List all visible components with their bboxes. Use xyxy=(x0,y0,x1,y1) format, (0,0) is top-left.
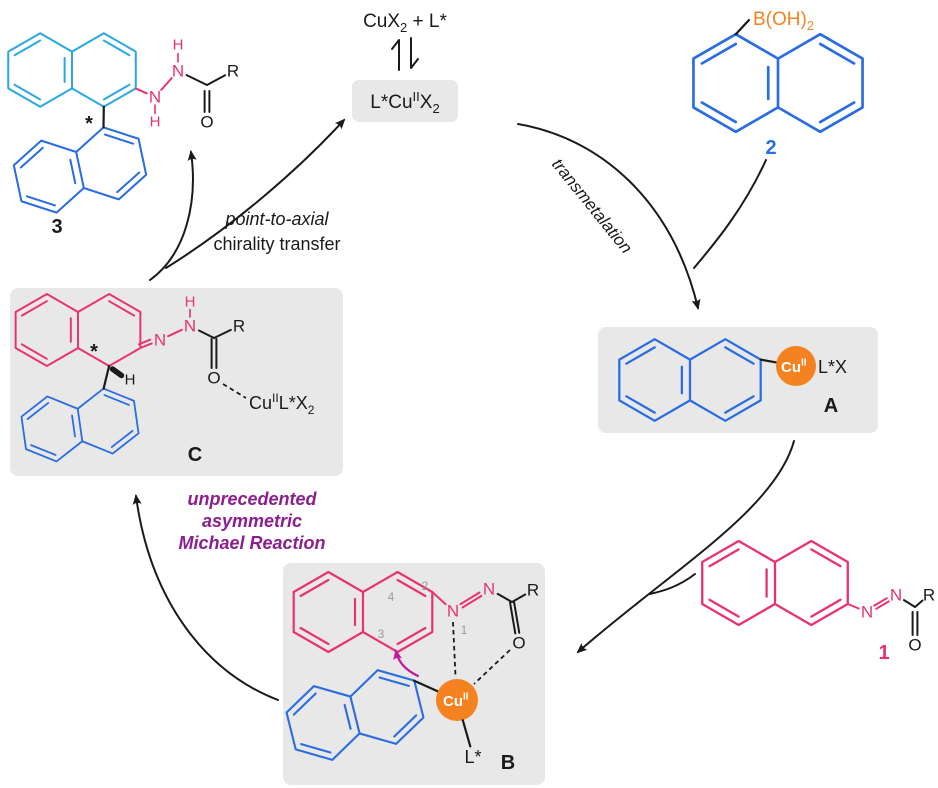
bond-to-boron xyxy=(734,18,751,36)
amide-bonds xyxy=(496,592,527,635)
amide-bonds xyxy=(185,74,227,113)
position-number: 1 xyxy=(461,623,468,637)
oxygen-atom: O xyxy=(512,634,525,653)
amide-bonds xyxy=(198,328,232,369)
species-b-structure: CuII L* N N R O 2 4 3 1 B xyxy=(280,570,539,774)
equilibrium-arrows-icon xyxy=(391,37,419,71)
naphthalene-ring xyxy=(692,32,864,134)
nh-hydrogen: H xyxy=(185,294,196,311)
r-group: R xyxy=(923,586,935,605)
copper-center-icon xyxy=(776,346,816,386)
copper-label: CuII xyxy=(443,692,469,711)
annotation-line: Michael Reaction xyxy=(178,533,325,553)
nitrogen-atom: N xyxy=(154,331,166,350)
species-c-letter: C xyxy=(188,444,202,466)
copper-complex-label: CuIIL*X2 xyxy=(249,391,315,417)
ligand-label: L* xyxy=(464,747,481,767)
arrow-c-to-product xyxy=(149,150,197,281)
azo-bonds xyxy=(431,591,483,609)
cycle-arrows xyxy=(132,118,795,701)
amide-bonds xyxy=(903,599,924,636)
species-b-letter: B xyxy=(501,752,515,774)
oxygen-atom: O xyxy=(908,636,921,655)
position-number: 4 xyxy=(388,590,395,604)
biaryl-bond xyxy=(102,364,111,390)
top-naphthalene-ring xyxy=(7,32,137,108)
hydrazone-bonds xyxy=(137,308,191,349)
catalyst-box xyxy=(352,80,458,122)
species-a-box xyxy=(598,327,878,433)
compound-1-number: 1 xyxy=(878,642,889,664)
ligand-label: L*X xyxy=(818,357,847,377)
azo-bonds xyxy=(846,597,890,610)
arrow-c-to-catalyst xyxy=(165,118,346,269)
nh-hydrogen: H xyxy=(150,114,161,131)
arrow-compound1-join xyxy=(649,573,696,595)
annotation-line: unprecedented xyxy=(187,489,317,509)
bottom-naphthalene-ring xyxy=(8,119,152,221)
arrow-b-to-c xyxy=(132,494,279,701)
coordination-dashed-bonds xyxy=(452,621,511,685)
position-number: 3 xyxy=(378,627,385,641)
catalyst-equilibrium: CuX2 + L* L*CuIIX2 xyxy=(363,11,447,116)
species-c-box xyxy=(10,288,343,476)
nitrogen-atom: N xyxy=(172,62,184,81)
compound-2-number: 2 xyxy=(765,137,776,159)
stereo-wedge-bond xyxy=(109,366,125,379)
species-a-structure: CuII L*X A xyxy=(618,338,847,422)
stereocenter-mark: * xyxy=(90,341,98,363)
copper-center-icon xyxy=(436,679,478,721)
species-a-letter: A xyxy=(824,395,838,417)
stereocenter-mark: * xyxy=(85,113,93,135)
aryl-cu-bond xyxy=(413,679,439,693)
r-group: R xyxy=(527,581,539,600)
species-c-structure: * H N N H R O CuIIL*X2 C xyxy=(14,293,315,467)
nitrogen-atom: N xyxy=(184,317,196,336)
aryl-cu-bond xyxy=(759,358,778,364)
chirality-transfer-annotation: point-to-axial chirality transfer xyxy=(213,209,340,254)
annotation-line: asymmetric xyxy=(202,511,302,531)
compound-3-number: 3 xyxy=(51,216,62,238)
o-cu-dashed-bond xyxy=(222,383,247,399)
stereo-hydrogen: H xyxy=(125,372,136,389)
michael-reaction-annotation: unprecedented asymmetric Michael Reactio… xyxy=(178,489,325,553)
nitrogen-atom: N xyxy=(483,580,495,599)
naphthalene-ring xyxy=(701,539,849,627)
nitrogen-atom: N xyxy=(447,602,459,621)
free-catalyst-formula: CuX2 + L* xyxy=(363,11,447,35)
nitrogen-atom: N xyxy=(861,603,873,622)
annotation-line: chirality transfer xyxy=(213,234,340,254)
oxygen-atom: O xyxy=(207,369,220,388)
cu-ligand-bond xyxy=(461,719,472,748)
compound-2-structure: B(OH)2 2 xyxy=(692,9,864,159)
arrow-transmetalation xyxy=(517,123,701,310)
arrow-compound2-join xyxy=(693,159,767,269)
nh-hydrogen: H xyxy=(173,37,184,54)
nitrogen-atom: N xyxy=(149,88,161,107)
boronic-acid-label: B(OH)2 xyxy=(753,9,814,33)
arrow-a-to-b xyxy=(576,440,795,654)
r-group: R xyxy=(227,62,239,81)
copper-label: CuII xyxy=(781,358,807,377)
r-group: R xyxy=(233,317,245,336)
bound-catalyst-formula: L*CuIIX2 xyxy=(370,89,439,116)
michael-attack-arrow xyxy=(393,649,420,678)
oxygen-atom: O xyxy=(200,113,213,132)
compound-3-structure: N H N H R O * 3 xyxy=(7,32,239,238)
position-number: 2 xyxy=(422,579,429,593)
compound-1-structure: N N R O 1 xyxy=(701,539,935,664)
transmetalation-label: transmetalation xyxy=(548,155,636,257)
annotation-line: point-to-axial xyxy=(224,209,329,229)
nitrogen-atom: N xyxy=(890,586,902,605)
hydrazide-bonds xyxy=(134,52,179,115)
